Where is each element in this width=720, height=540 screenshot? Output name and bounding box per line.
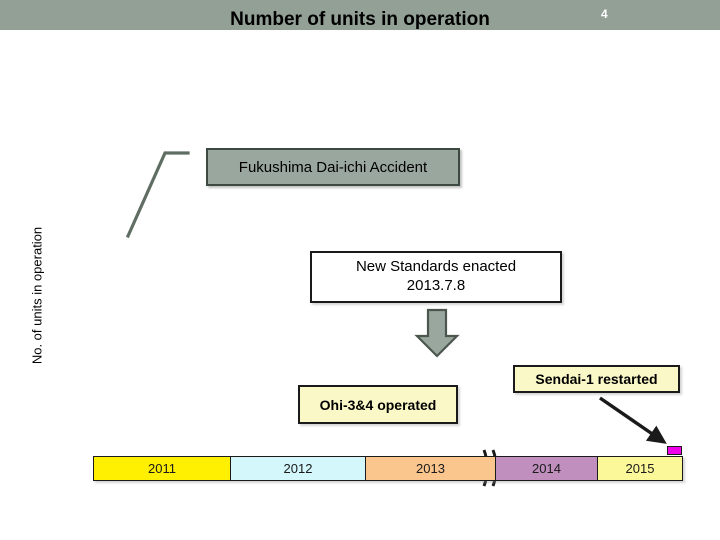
timeline-label-2013: 2013 [416, 461, 445, 476]
timeline-label-2015: 2015 [625, 461, 655, 476]
down-arrow-icon [414, 308, 460, 358]
callout-ohi-operated[interactable]: Ohi-3&4 operated [298, 385, 458, 424]
timeline-segment-2011[interactable]: 2011 [94, 457, 231, 480]
callout-ohi-label: Ohi-3&4 operated [319, 396, 437, 413]
callout-fukushima-accident[interactable]: Fukushima Dai-ichi Accident [206, 148, 460, 186]
magenta-marker-icon [667, 446, 682, 455]
callout-sendai-label: Sendai-1 restarted [535, 371, 658, 387]
callout-sendai-restarted[interactable]: Sendai-1 restarted [513, 365, 680, 393]
timeline-segment-2015[interactable]: 2015 [598, 457, 682, 480]
y-axis-label: No. of units in operation [29, 226, 45, 365]
leader-line-icon [125, 151, 190, 239]
timeline-segment-2012[interactable]: 2012 [231, 457, 366, 480]
slide-number: 4 [601, 7, 608, 21]
callout-new-standards-line2: 2013.7.8 [406, 277, 466, 294]
callout-fukushima-label: Fukushima Dai-ichi Accident [238, 158, 428, 176]
callout-new-standards[interactable]: New Standards enacted 2013.7.8 [310, 251, 562, 303]
callout-new-standards-line1: New Standards enacted [355, 258, 517, 276]
timeline-label-2014: 2014 [532, 461, 561, 476]
timeline-segment-2014[interactable]: 2014 [496, 457, 598, 480]
timeline-label-2012: 2012 [283, 461, 313, 476]
header-band [0, 0, 720, 30]
pointer-arrow-icon [599, 396, 667, 444]
timeline-label-2011: 2011 [148, 461, 176, 476]
timeline-segment-2013[interactable]: 2013 [366, 457, 496, 480]
timeline-bar: 2011 2012 2013 2014 2015 [93, 456, 683, 481]
page-title: Number of units in operation [230, 9, 490, 30]
